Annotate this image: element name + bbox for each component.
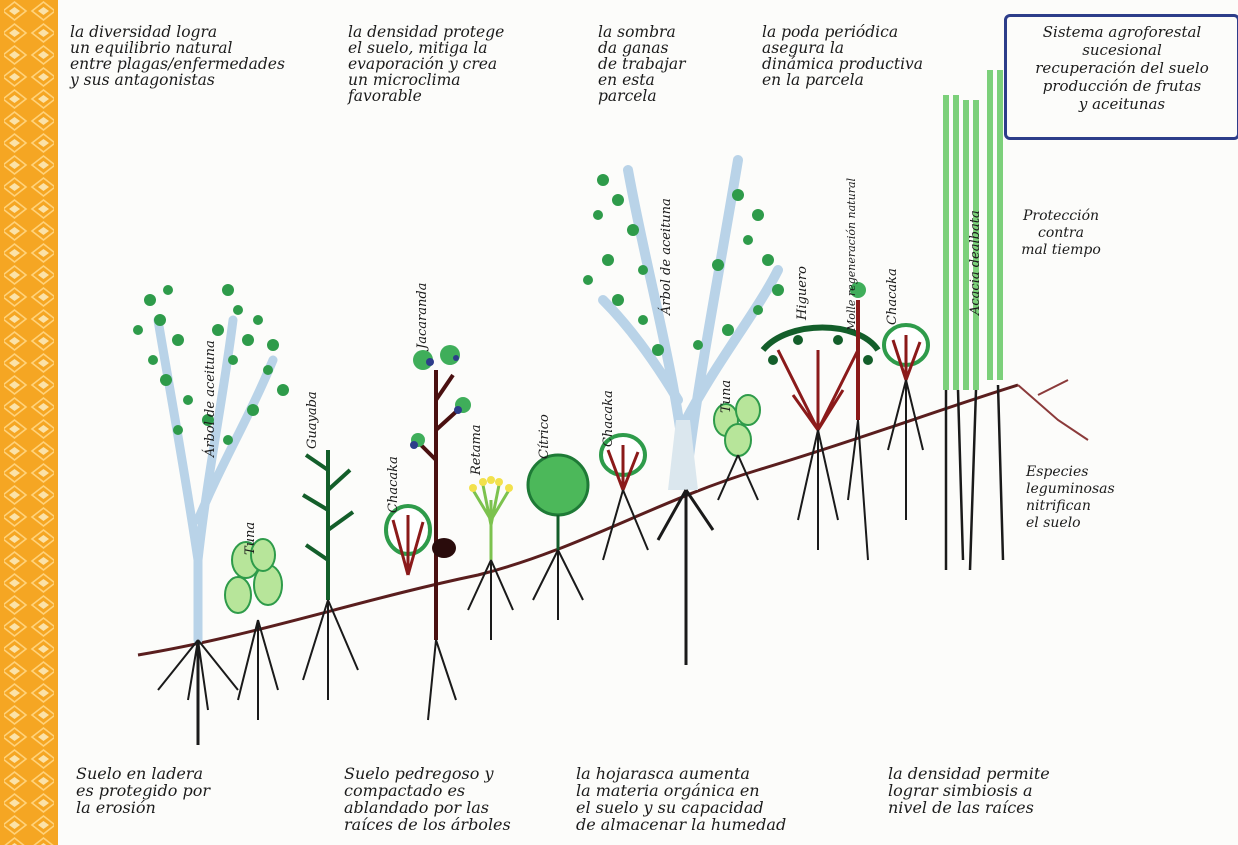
retama-shrub bbox=[468, 476, 513, 640]
soil-line bbox=[138, 385, 1018, 655]
note-root-symbiosis: la densidad permite lograr simbiosis a n… bbox=[888, 765, 1158, 816]
note-density: la densidad protege el suelo, mitiga la … bbox=[348, 24, 578, 104]
guayaba-tree bbox=[303, 450, 353, 600]
label-retama: Retama bbox=[469, 424, 484, 475]
note-legumes: Especies leguminosas nitrifican el suelo bbox=[1026, 464, 1136, 532]
label-higuero: Higuero bbox=[795, 266, 810, 320]
note-pruning: la poda periódica asegura la dinámica pr… bbox=[762, 24, 982, 88]
label-chacaka-3: Chacaka bbox=[885, 268, 900, 325]
label-acacia: Acacia dealbata bbox=[968, 210, 983, 315]
chacaka-shrub-2 bbox=[601, 435, 648, 560]
decorative-side-band bbox=[0, 0, 58, 845]
note-shade: la sombra da ganas de trabajar en esta p… bbox=[598, 24, 738, 104]
note-protection: Protección contra mal tiempo bbox=[1006, 208, 1116, 259]
label-guayaba: Guayaba bbox=[305, 391, 320, 449]
label-tuna-left: Tuna bbox=[243, 522, 258, 555]
label-chacaka-2: Chacaka bbox=[601, 390, 616, 447]
label-tuna-right: Tuna bbox=[719, 380, 734, 413]
label-chacaka-1: Chacaka bbox=[386, 456, 401, 513]
note-slope-soil: Suelo en ladera es protegido por la eros… bbox=[76, 765, 346, 816]
label-olive-tree-center: Árbol de aceituna bbox=[659, 198, 674, 315]
note-stony-soil: Suelo pedregoso y compactado es ablandad… bbox=[344, 765, 614, 833]
label-molle: Molle regeneración natural bbox=[845, 178, 858, 331]
chacaka-shrub-3 bbox=[884, 325, 928, 520]
legume-roots bbox=[1018, 380, 1088, 440]
chacaka-shrub-1 bbox=[386, 506, 430, 575]
label-citrico: Cítrico bbox=[537, 414, 552, 459]
title-box: Sistema agroforestal sucesional recupera… bbox=[1004, 14, 1238, 140]
note-diversity: la diversidad logra un equilibrio natura… bbox=[70, 24, 300, 88]
note-litter: la hojarasca aumenta la materia orgánica… bbox=[576, 765, 846, 833]
citrus-tree bbox=[528, 455, 588, 620]
diamond-pattern-icon bbox=[0, 0, 58, 845]
label-olive-tree-left: Árbol de aceituna bbox=[203, 340, 218, 457]
drawing-canvas: la diversidad logra un equilibrio natura… bbox=[58, 0, 1238, 845]
label-jacaranda: Jacaranda bbox=[415, 283, 430, 349]
